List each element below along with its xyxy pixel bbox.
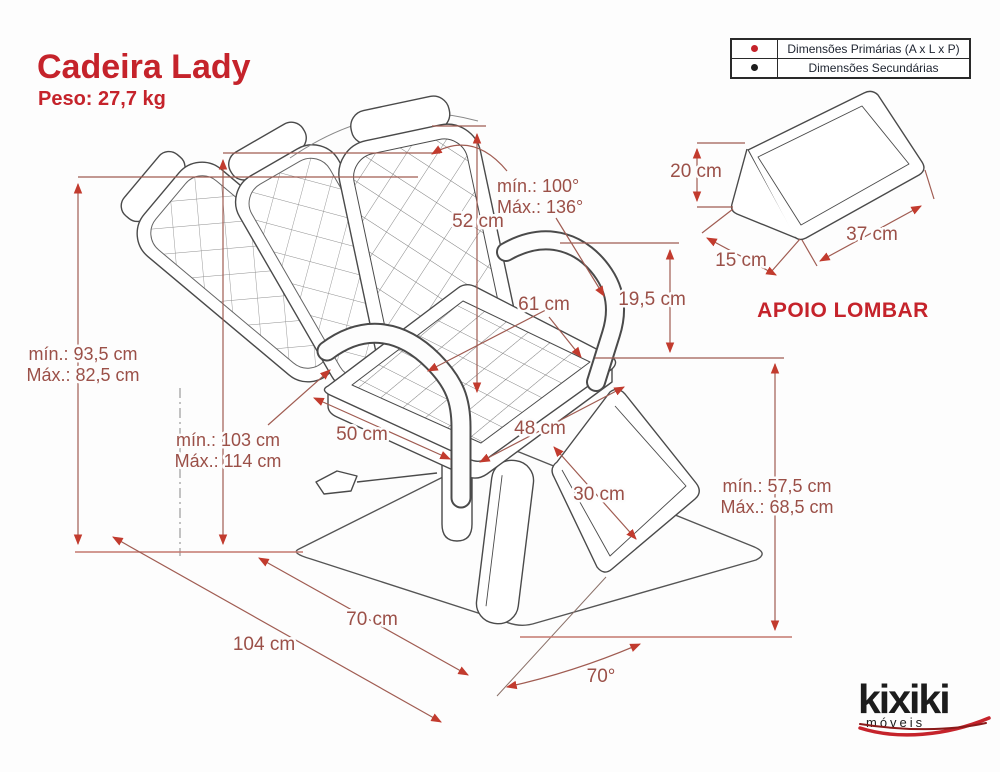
chair-weight: Peso: 27,7 kg <box>38 88 166 110</box>
dim-seat-diagonal: 61 cm <box>518 294 570 315</box>
dim-overall-max: Máx.: 114 cm <box>175 451 282 471</box>
armrest-right <box>496 230 625 392</box>
dim-total-height-max: Máx.: 82,5 cm <box>26 365 139 385</box>
dimension-labels: mín.: 100° Máx.: 136° 52 cm 61 cm 19,5 c… <box>24 159 929 690</box>
armrest-left <box>316 322 472 509</box>
legend-secondary-label: Dimensões Secundárias <box>808 60 939 75</box>
dim-mat-width: 104 cm <box>233 634 295 655</box>
lumbar-title: APOIO LOMBAR <box>757 299 929 322</box>
dim-seat-height-min: mín.: 57,5 cm <box>722 476 831 496</box>
dim-footrest-angle: 70° <box>587 666 616 687</box>
logo-swoosh <box>858 716 991 737</box>
dim-back-height: 52 cm <box>452 211 504 232</box>
hydraulic-pump-lever <box>315 470 438 495</box>
dim-armrest-height: 19,5 cm <box>618 289 686 310</box>
dim-back-angle-max: Máx.: 136° <box>497 197 583 217</box>
brand-name: kixiki <box>858 676 951 722</box>
dim-mat-front: 70 cm <box>346 609 398 630</box>
secondary-dot-icon <box>751 64 758 72</box>
dim-lumbar-depth: 15 cm <box>715 250 767 271</box>
brand-logo: kixiki móveis <box>858 676 992 740</box>
dim-lumbar-height: 20 cm <box>670 161 722 182</box>
legend-secondary-dot-cell <box>732 58 778 77</box>
dimension-lines <box>73 125 935 723</box>
chair-drawing <box>120 95 763 697</box>
dim-seat-right: 48 cm <box>514 418 566 439</box>
dim-seat-left: 50 cm <box>336 424 388 445</box>
dim-footrest-width: 30 cm <box>573 484 625 505</box>
dim-seat-height-max: Máx.: 68,5 cm <box>720 497 833 517</box>
lumbar-wedge-drawing <box>730 90 925 241</box>
legend-primary-label: Dimensões Primárias (A x L x P) <box>778 40 969 59</box>
dim-total-height-min: mín.: 93,5 cm <box>28 344 137 364</box>
dim-lumbar-width: 37 cm <box>846 224 898 245</box>
dim-back-angle-min: mín.: 100° <box>497 176 579 196</box>
primary-dot-icon <box>751 45 758 53</box>
dim-overall-min: mín.: 103 cm <box>176 430 280 450</box>
legend-primary-dot-cell <box>732 40 778 59</box>
wedge-seam <box>757 105 910 226</box>
legend-table: Dimensões Primárias (A x L x P) Dimensõe… <box>730 38 971 79</box>
page-title: Cadeira Lady <box>37 48 251 86</box>
